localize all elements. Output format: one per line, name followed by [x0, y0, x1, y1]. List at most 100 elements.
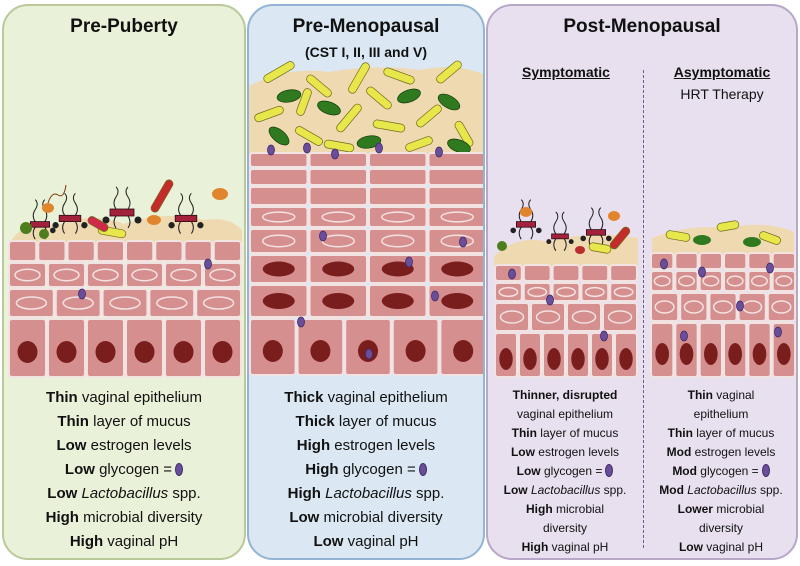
characteristic-text: glycogen =	[338, 461, 416, 478]
epithelial-cell	[203, 262, 242, 288]
flagellum	[188, 192, 194, 216]
characteristic-line: Thick vaginal epithelium	[249, 386, 483, 410]
epithelial-cell	[8, 240, 38, 262]
characteristic-line: Mod glycogen =	[646, 462, 796, 481]
epithelial-cell	[551, 282, 581, 302]
coccus-bacterium	[81, 222, 88, 229]
characteristic-line: diversity	[490, 519, 640, 538]
epithelial-cell	[494, 302, 530, 332]
characteristic-text: glycogen =	[696, 464, 759, 478]
flagellum	[72, 192, 78, 216]
nucleus-ring	[209, 268, 236, 282]
cocci-bacterium	[497, 241, 507, 251]
nucleus-ring	[262, 234, 296, 248]
anaerobe-bacterium	[586, 229, 607, 236]
characteristic-line: Lower microbial	[646, 500, 796, 519]
characteristic-line: High microbial	[490, 500, 640, 519]
nucleus	[655, 343, 669, 365]
epithelial-cell	[125, 240, 155, 262]
lactobacillus-bacterium	[296, 88, 312, 116]
epithelial-cell	[8, 288, 55, 318]
characteristic-line: Thick layer of mucus	[249, 410, 483, 434]
glycogen-icon	[761, 464, 770, 477]
characteristic-keyword: Thick	[295, 413, 335, 430]
anaerobe-bacterium	[551, 233, 569, 240]
green-bacterium	[317, 100, 341, 116]
glycogen-icon	[605, 464, 614, 477]
characteristic-keyword: Thin	[46, 389, 78, 406]
nucleus	[619, 348, 633, 370]
nucleus-ring	[571, 310, 597, 324]
nucleus-ring	[712, 300, 734, 314]
characteristic-text: spp.	[168, 485, 201, 502]
pre-menopausal-panel: Pre-Menopausal (CST I, II, III and V) Th…	[247, 4, 485, 560]
lactobacillus-bacterium	[436, 60, 462, 84]
characteristic-line: Low vaginal pH	[646, 538, 796, 557]
epithelial-cell	[183, 240, 213, 262]
characteristic-text: layer of mucus	[536, 426, 619, 440]
asymptomatic-label: Asymptomatic	[673, 64, 771, 80]
nucleus-ring	[584, 286, 605, 298]
epithelial-cell	[494, 282, 523, 302]
nucleus-ring	[775, 275, 793, 287]
nucleus	[441, 261, 474, 277]
glycogen-icon	[736, 300, 744, 312]
nucleus	[523, 348, 537, 370]
coccus-bacterium	[510, 227, 516, 234]
lactobacillus-bacterium	[323, 139, 355, 153]
nucleus	[381, 261, 414, 277]
characteristic-line: Thin layer of mucus	[490, 424, 640, 443]
nucleus	[704, 343, 718, 365]
characteristic-keyword: Low	[678, 540, 703, 554]
nucleus-ring	[381, 234, 415, 248]
nucleus-ring	[556, 286, 576, 298]
green-bacterium	[743, 237, 761, 247]
flagellum	[32, 199, 38, 222]
characteristic-genus: Lactobacillus	[683, 483, 757, 497]
characteristic-keyword: Thin	[57, 413, 89, 430]
epithelial-cell	[368, 206, 428, 228]
nucleus-ring	[92, 268, 119, 282]
nucleus-ring	[170, 268, 197, 282]
epithelial-cell	[164, 262, 203, 288]
hrt-therapy-label: HRT Therapy	[680, 86, 764, 102]
characteristic-text: spp.	[600, 483, 627, 497]
epithelial-cell	[54, 288, 102, 318]
nucleus	[499, 348, 513, 370]
epithelial-cell	[95, 240, 125, 262]
characteristic-line: High microbial diversity	[4, 506, 244, 530]
orange-bacterium	[608, 211, 620, 221]
characteristic-text: glycogen =	[540, 464, 603, 478]
flagellum	[190, 221, 194, 234]
epithelial-cell	[609, 264, 638, 282]
epithelial-cell	[154, 240, 184, 262]
glycogen-icon	[375, 142, 383, 154]
characteristic-text: vaginal pH	[702, 540, 764, 554]
epithelial-cell	[308, 168, 368, 186]
glycogen-icon	[78, 288, 86, 300]
characteristic-text: diversity	[698, 521, 743, 535]
glycogen-icon	[508, 268, 516, 280]
lactobacillus-bacterium	[295, 126, 323, 146]
flagellum	[178, 192, 184, 216]
nucleus	[173, 341, 194, 363]
epithelial-cell	[698, 270, 724, 292]
epithelial-cell	[522, 282, 552, 302]
glycogen-icon	[431, 290, 439, 302]
glycogen-icon	[459, 236, 467, 248]
orange-bacterium	[147, 215, 161, 225]
green-bacterium	[397, 88, 421, 104]
anaerobe-bacterium	[174, 214, 198, 223]
coccus-bacterium	[50, 227, 56, 234]
epithelial-cell	[723, 270, 748, 292]
lactobacillus-bacterium	[665, 230, 691, 242]
epithelial-cell	[609, 282, 638, 302]
nucleus-ring	[381, 211, 415, 223]
lactobacillus-bacterium	[366, 86, 392, 110]
nucleus	[322, 261, 355, 277]
characteristic-line: High Lactobacillus spp.	[249, 482, 483, 506]
coccus-bacterium	[168, 222, 175, 229]
